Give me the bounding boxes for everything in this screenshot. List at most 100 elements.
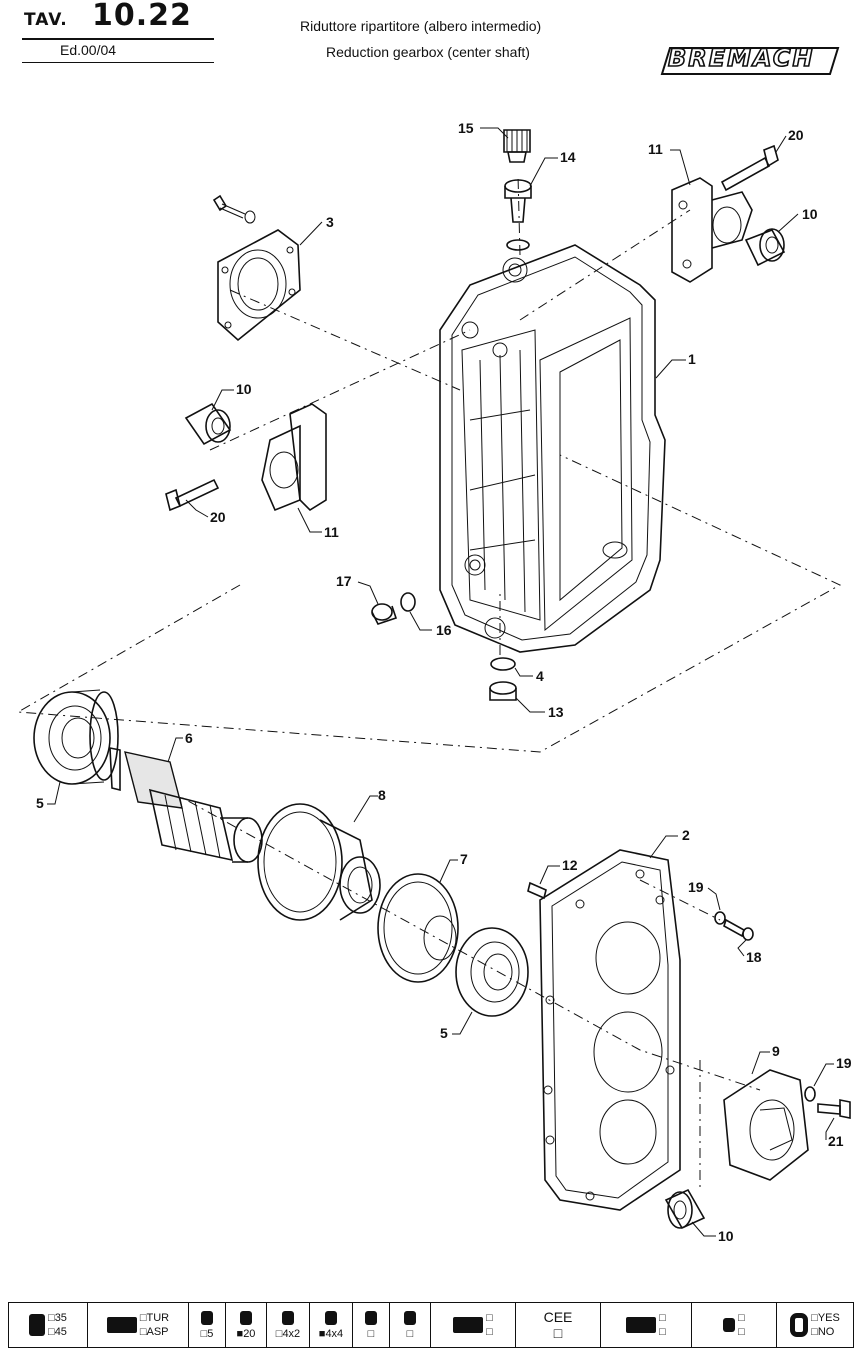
leader-line bbox=[439, 859, 458, 883]
drive-4x2-cell: □4x2 bbox=[267, 1303, 310, 1347]
dowel-pin bbox=[527, 881, 547, 900]
callout-16: 16 bbox=[436, 622, 452, 638]
bolt bbox=[212, 194, 256, 224]
callout-3: 3 bbox=[326, 214, 334, 230]
callout-17: 17 bbox=[336, 573, 352, 589]
callout-4: 4 bbox=[536, 668, 544, 684]
callout-15: 15 bbox=[458, 120, 474, 136]
engine-option: □ bbox=[738, 1312, 745, 1324]
engine-icon bbox=[723, 1318, 736, 1332]
drive-option-4x2: □4x2 bbox=[275, 1327, 301, 1340]
weight-cell: □35 □45 bbox=[9, 1303, 88, 1347]
spur-gear-large bbox=[257, 803, 381, 921]
vehicle-option: □ bbox=[659, 1312, 666, 1324]
no-option: □NO bbox=[811, 1326, 835, 1338]
callout-20: 20 bbox=[788, 127, 804, 143]
cover-plate bbox=[217, 229, 301, 342]
title-italian: Riduttore ripartitore (albero intermedio… bbox=[300, 18, 542, 34]
support-bracket bbox=[671, 177, 753, 283]
callout-7: 7 bbox=[460, 851, 468, 867]
applicability-bar: □35 □45 □TUR □ASP □5 ■20 □4x2 ■4x4 bbox=[8, 1302, 854, 1348]
leader-line bbox=[167, 737, 183, 763]
callout-9: 9 bbox=[772, 1043, 780, 1059]
leader-line bbox=[353, 795, 378, 823]
truck-icon bbox=[626, 1317, 657, 1333]
washer bbox=[400, 592, 416, 612]
callout-19: 19 bbox=[836, 1055, 852, 1071]
leader-line bbox=[655, 359, 686, 379]
callout-5: 5 bbox=[36, 795, 44, 811]
leader-line bbox=[775, 135, 787, 153]
leader-line bbox=[47, 781, 61, 805]
leader-line bbox=[707, 887, 721, 911]
brand-logo-frame bbox=[660, 47, 840, 75]
brand-logo: BREMACH bbox=[667, 43, 815, 73]
assembly-axis bbox=[149, 779, 761, 1091]
assembly-axis bbox=[16, 454, 842, 753]
seat5-cell: □5 bbox=[189, 1303, 226, 1347]
callout-18: 18 bbox=[746, 949, 762, 965]
callout-6: 6 bbox=[185, 730, 193, 746]
trim-option-tur: □TUR bbox=[139, 1312, 170, 1324]
chassis-icon bbox=[453, 1317, 484, 1333]
cab-icon bbox=[106, 1317, 137, 1333]
axle-icon bbox=[282, 1310, 294, 1325]
axle-cell: □ bbox=[353, 1303, 390, 1347]
seat-icon bbox=[201, 1310, 213, 1325]
callout-8: 8 bbox=[378, 787, 386, 803]
bolt bbox=[720, 144, 779, 192]
axle-icon bbox=[404, 1310, 416, 1325]
leader-line bbox=[529, 157, 558, 187]
callout-5: 5 bbox=[440, 1025, 448, 1041]
leader-line bbox=[649, 835, 678, 859]
leader-line bbox=[480, 127, 509, 139]
vehicle-cell: □ □ bbox=[601, 1303, 692, 1347]
leader-line bbox=[691, 1221, 716, 1237]
leader-line bbox=[409, 611, 432, 631]
center-shaft bbox=[109, 747, 263, 863]
cee-cell: CEE □ bbox=[516, 1303, 601, 1347]
washer bbox=[714, 911, 726, 925]
bolt bbox=[817, 1099, 851, 1119]
vehicle-option: □ bbox=[659, 1326, 666, 1338]
callout-19: 19 bbox=[688, 879, 704, 895]
weight-icon bbox=[29, 1314, 46, 1336]
rear-cover bbox=[539, 849, 681, 1211]
assembly-axis bbox=[209, 329, 471, 451]
drain-plug bbox=[489, 681, 517, 701]
leader-line bbox=[813, 1063, 834, 1087]
assembly-axis bbox=[517, 174, 521, 256]
cee-option: □ bbox=[553, 1325, 563, 1341]
callout-10: 10 bbox=[236, 381, 252, 397]
leader-line bbox=[777, 213, 799, 233]
callout-10: 10 bbox=[718, 1228, 734, 1244]
header-rule bbox=[22, 62, 214, 63]
leader-line bbox=[751, 1051, 770, 1075]
spur-gear-small bbox=[377, 873, 459, 983]
callout-1: 1 bbox=[688, 351, 696, 367]
o-ring-icon bbox=[790, 1313, 809, 1337]
axle-cell: □ bbox=[390, 1303, 431, 1347]
leader-line bbox=[515, 697, 545, 713]
callout-20: 20 bbox=[210, 509, 226, 525]
washer bbox=[804, 1086, 816, 1102]
callout-2: 2 bbox=[682, 827, 690, 843]
weight-option-35: □35 bbox=[48, 1312, 67, 1324]
leader-line bbox=[297, 507, 322, 533]
trim-cell: □TUR □ASP bbox=[88, 1303, 189, 1347]
leader-line bbox=[299, 221, 323, 246]
bushing bbox=[744, 228, 786, 267]
axle-option: □ bbox=[406, 1327, 414, 1340]
engine-option: □ bbox=[738, 1326, 745, 1338]
gearbox-housing bbox=[439, 244, 666, 653]
drain-plug bbox=[371, 603, 398, 625]
assembly-axis bbox=[519, 209, 691, 321]
table-number: 10.22 bbox=[92, 0, 192, 33]
callout-11: 11 bbox=[324, 524, 339, 540]
yes-option: □YES bbox=[811, 1312, 840, 1324]
leader-line bbox=[452, 1011, 473, 1035]
body-option: □ bbox=[486, 1326, 493, 1338]
support-bracket bbox=[261, 403, 327, 512]
leader-line bbox=[825, 1117, 835, 1140]
